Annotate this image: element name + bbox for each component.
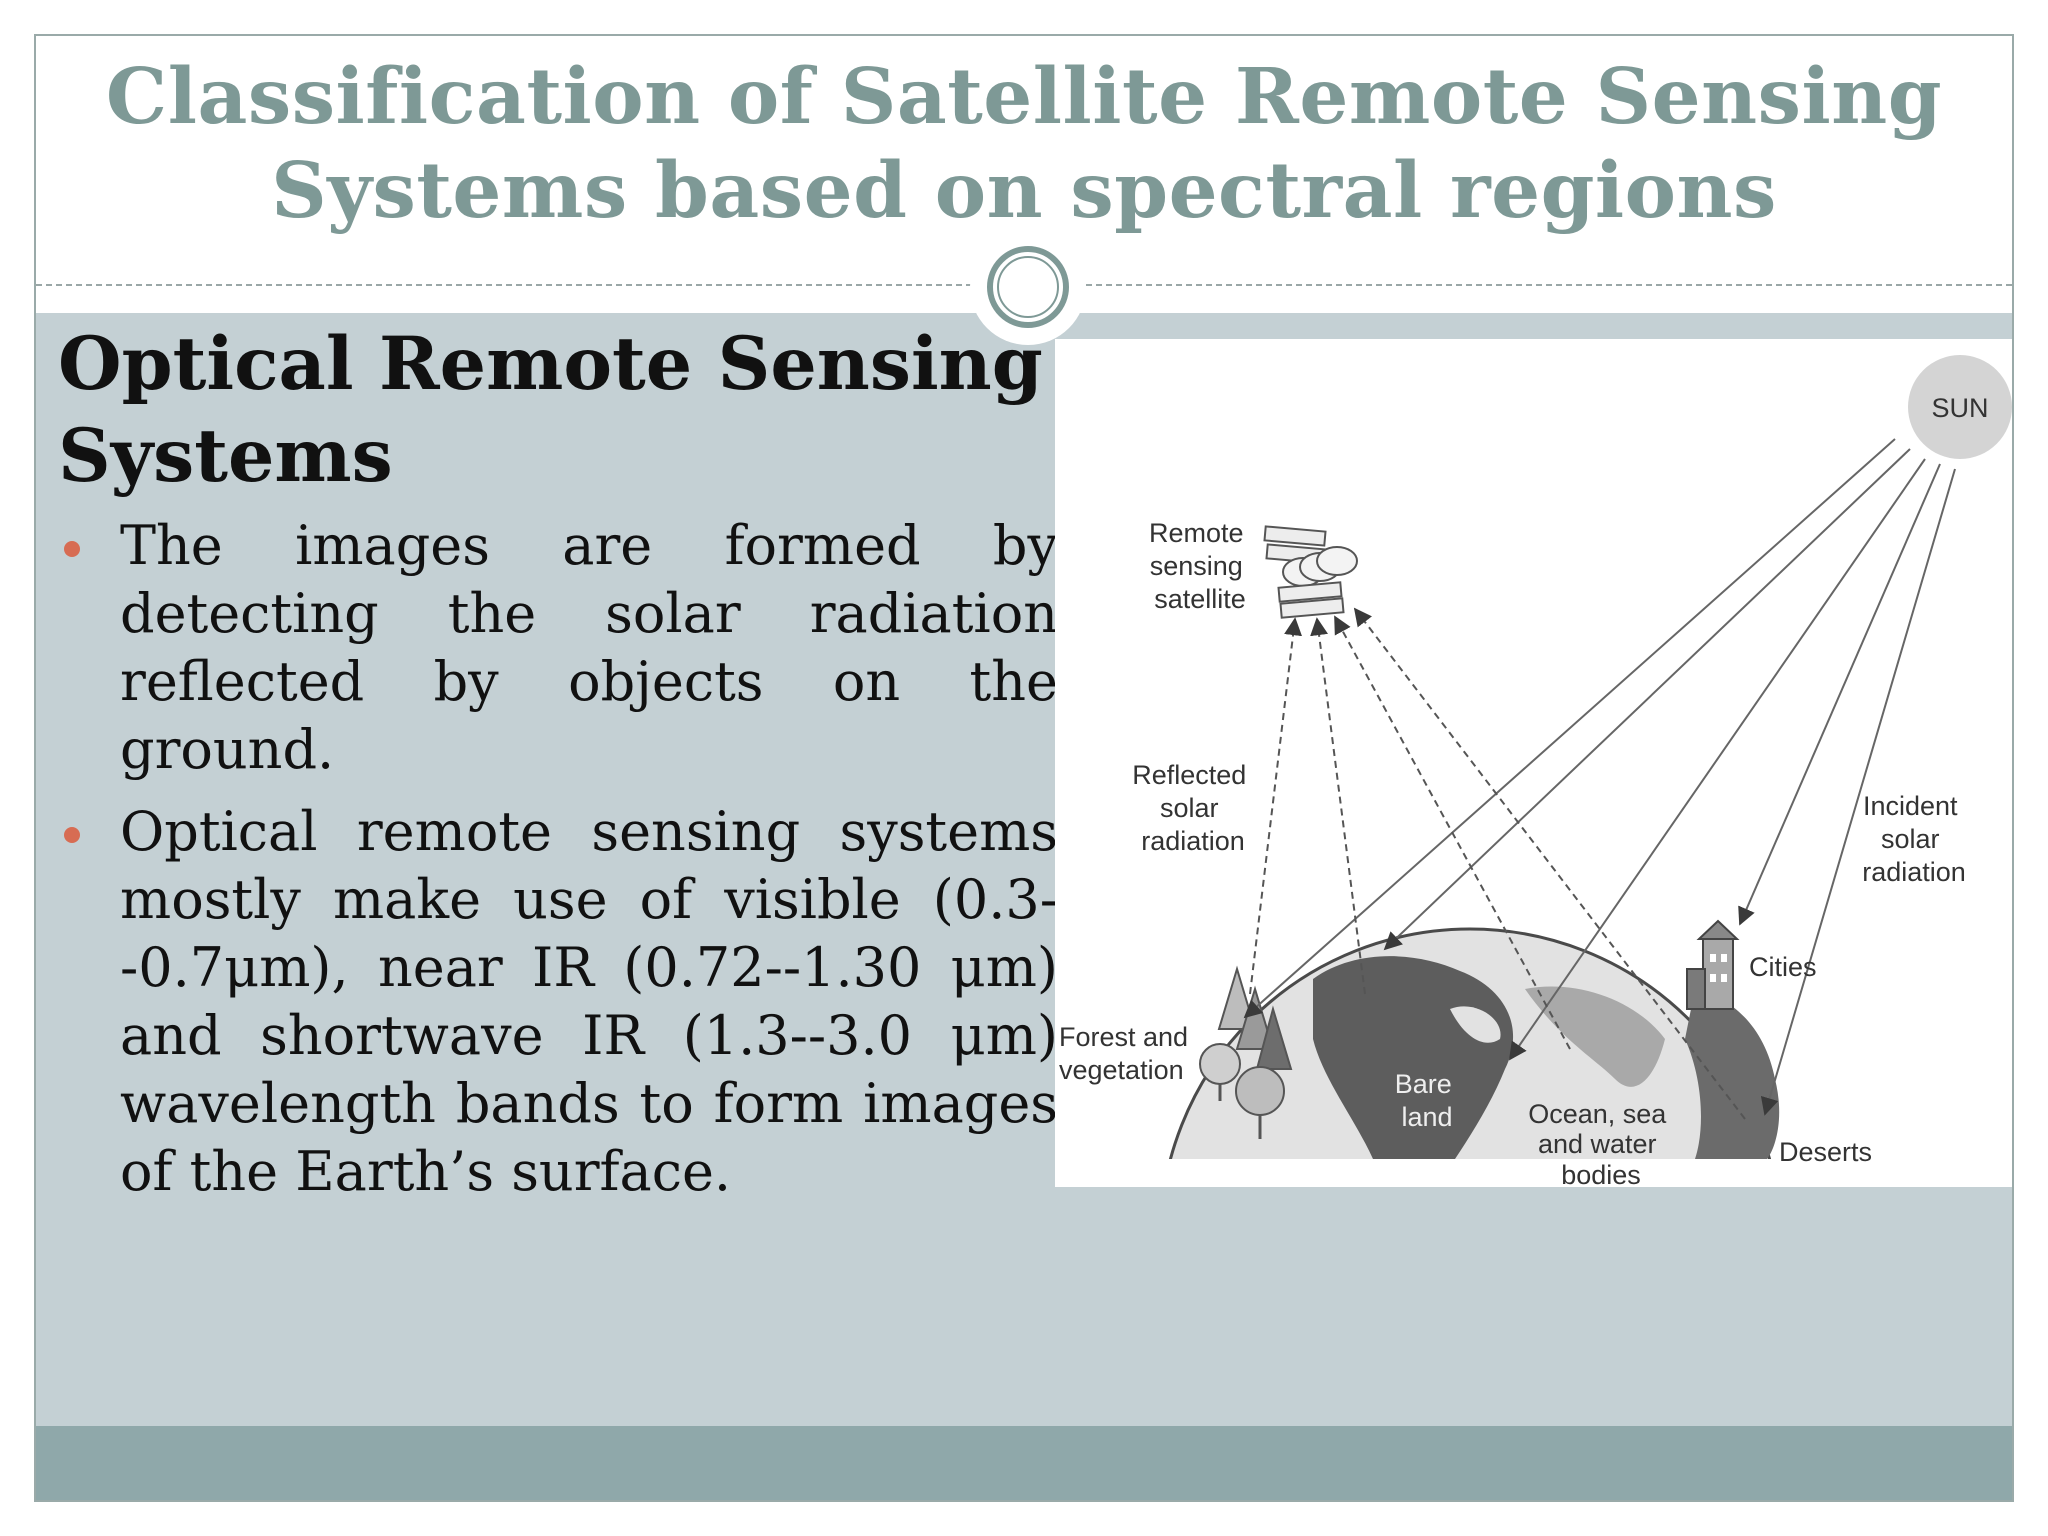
reflected-radiation-label: Reflected solar radiation — [1132, 760, 1254, 856]
slide-title-line-1: Classification of Satellite Remote Sensi… — [105, 52, 1943, 142]
earth-globe — [1169, 927, 1780, 1159]
bullet-text: The images are formed by detecting the s… — [120, 514, 1058, 781]
cities-label: Cities — [1749, 952, 1817, 982]
city-building-icon — [1686, 919, 1740, 1010]
forest-label: Forest and vegetation — [1059, 1022, 1196, 1085]
ocean-label: Ocean, sea and water bodies — [1528, 1099, 1674, 1187]
incident-rays — [1243, 438, 1956, 1116]
slide: Classification of Satellite Remote Sensi… — [34, 34, 2014, 1502]
satellite-label: Remote sensing satellite — [1149, 518, 1251, 614]
bullet-list: The images are formed by detecting the s… — [58, 512, 1058, 1220]
satellite-icon — [1263, 525, 1358, 619]
bare-land-label: Bare land — [1395, 1069, 1460, 1132]
divider-ornament-inner-ring — [997, 256, 1059, 318]
bullet-text: Optical remote sensing systems mostly ma… — [120, 800, 1058, 1203]
forest-icon — [1199, 965, 1293, 1139]
section-heading: Optical Remote Sensing Systems — [58, 318, 1058, 502]
bullet-item: The images are formed by detecting the s… — [58, 512, 1058, 784]
incident-radiation-label: Incident solar radiation — [1862, 791, 1966, 887]
bullet-item: Optical remote sensing systems mostly ma… — [58, 798, 1058, 1206]
section-heading-line-1: Optical Remote Sensing — [58, 321, 1043, 407]
sun-icon: SUN — [1908, 355, 2012, 459]
remote-sensing-diagram: SUN — [1055, 339, 2012, 1187]
footer-bar — [36, 1426, 2012, 1500]
section-heading-line-2: Systems — [58, 413, 393, 499]
sun-label: SUN — [1931, 393, 1988, 423]
reflected-rays — [1249, 607, 1746, 1120]
diagram-labels: Remote sensing satellite Reflected solar… — [1059, 518, 1966, 1187]
bullet-dot-icon — [64, 541, 80, 557]
deserts-label: Deserts — [1779, 1137, 1872, 1167]
bullet-dot-icon — [64, 827, 80, 843]
slide-title: Classification of Satellite Remote Sensi… — [36, 50, 2012, 238]
slide-title-line-2: Systems based on spectral regions — [271, 146, 1777, 236]
diagram-svg: SUN — [1059, 355, 2012, 1187]
